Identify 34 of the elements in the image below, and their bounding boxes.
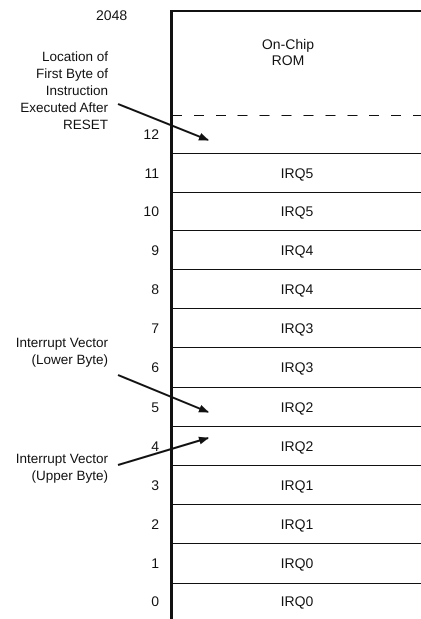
address-number: 6 [150,359,159,375]
address-number: 8 [150,280,159,296]
address-number: 12 [142,126,159,142]
memory-label: IRQ4 [280,242,314,258]
address-number: 2048 [96,7,128,23]
memory-label: IRQ4 [280,280,314,296]
memory-label: IRQ5 [280,203,314,219]
address-number: 10 [142,203,159,219]
memory-label: IRQ2 [280,398,314,414]
address-number: 7 [150,320,159,336]
memory-label: IRQ0 [280,555,314,571]
memory-cell [170,10,421,115]
memory-label: IRQ3 [280,359,314,375]
callout-text: Location of First Byte of Instruction Executed After RESET [14,48,108,133]
callout-text: Interrupt Vector (Lower Byte) [14,334,108,368]
arrow [118,374,209,413]
memory-label: IRQ2 [280,438,314,454]
memory-label: IRQ5 [280,164,314,180]
address-number: 0 [150,593,159,609]
memory-label: IRQ1 [280,476,314,492]
memory-label: IRQ3 [280,320,314,336]
arrow [118,436,209,466]
callout-text: Interrupt Vector (Upper Byte) [14,450,108,484]
arrow [118,103,209,141]
address-number: 3 [150,476,159,492]
memory-label: On-Chip ROM [260,36,316,68]
address-number: 2 [150,516,159,532]
address-number: 5 [150,398,159,414]
memory-label: IRQ1 [280,516,314,532]
address-number: 4 [150,438,159,454]
address-number: 1 [150,555,159,571]
address-number: 9 [150,242,159,258]
address-number: 11 [143,164,159,180]
memory-label: IRQ0 [280,593,314,609]
